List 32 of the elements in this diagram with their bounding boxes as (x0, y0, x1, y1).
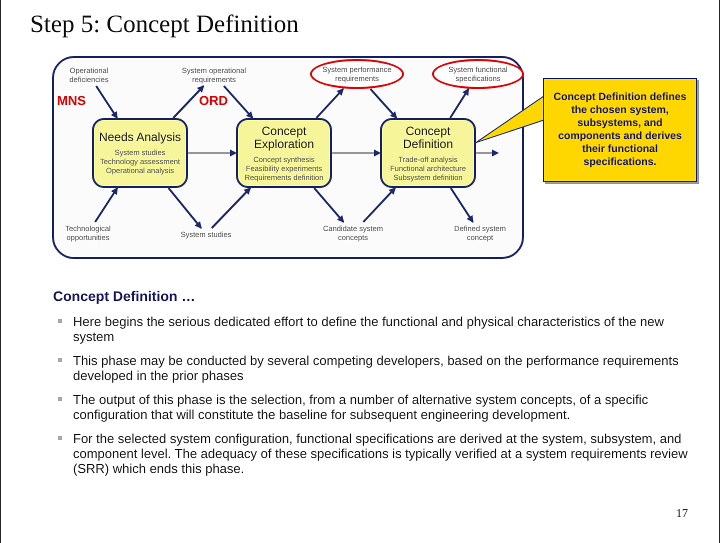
arrow (94, 187, 118, 223)
arrow (95, 85, 118, 119)
phase-box (92, 118, 188, 188)
bullet-text: Here begins the serious dedicated effort to define the functional and physical characteristics of the new system (73, 314, 665, 344)
arrow (223, 85, 254, 119)
acronym-label: MNS (57, 92, 86, 110)
arrow (476, 150, 499, 156)
arrow (449, 88, 470, 119)
callout-text: Concept Definition defines the chosen system, subsystems, and components and derives their functional specifications. (552, 91, 688, 169)
page-number: 17 (676, 505, 688, 522)
arrow (211, 187, 252, 229)
phase-title: Concept Definition (402, 124, 454, 150)
arrow (168, 187, 202, 229)
phase-title: Needs Analysis (98, 131, 182, 144)
bullet-text: For the selected system configuration, functional specifications are derived at the system, subsystem, and component level. The adequacy of these specifications is typically verified at a system requirements review (SRR) which ends this phase. (73, 431, 689, 476)
bullet-text: This phase may be conducted by several competing developers, based on the performance requirements developed in the prior phases (73, 353, 680, 383)
acronym-label: ORD (199, 92, 228, 110)
arrow (316, 88, 344, 119)
phase-title: Concept Exploration (252, 124, 316, 150)
arrow (362, 187, 396, 223)
arrow (370, 88, 398, 119)
arrow (188, 150, 237, 156)
arrow (332, 150, 381, 156)
arrow (313, 187, 344, 223)
section-heading: Concept Definition … (53, 287, 196, 306)
slide-title: Step 5: Concept Definition (30, 10, 299, 40)
phase-box (380, 118, 476, 188)
phase-box (236, 118, 332, 188)
arrow (450, 187, 474, 223)
bullet-text: The output of this phase is the selection, from a number of alternative system concepts, of a specific configuration that will constitute the baseline for subsequent engineering development. (73, 392, 650, 422)
arrow (172, 85, 204, 119)
callout-box (543, 78, 697, 182)
